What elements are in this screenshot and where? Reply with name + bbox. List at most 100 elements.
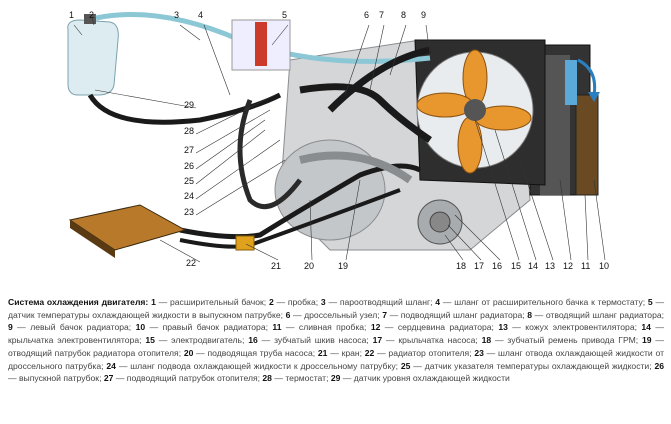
caption-items: 1 — расширительный бачок; 2 — пробка; 3 … <box>8 297 664 383</box>
caption-item-text: зубчатый шкив насоса; <box>274 335 369 346</box>
caption-item-text: термостат; <box>285 373 329 384</box>
caption-item-number: 24 <box>106 360 116 371</box>
caption-item-text: шланг подвода охлаждающей жидкости к дро… <box>130 360 399 371</box>
caption-item-text: датчик указателя температуры охлаждающей… <box>424 360 652 371</box>
caption-item-number: 13 <box>498 322 508 333</box>
caption-item-text: дроссельный узел; <box>304 309 380 320</box>
caption-item: 20 — подводящая труба насоса; <box>183 347 316 358</box>
caption-item-number: 19 <box>641 335 652 346</box>
expansion-tank <box>67 19 119 96</box>
caption-item-number: 17 <box>372 335 383 346</box>
radiator-inlet-hose <box>299 83 432 143</box>
pump-pipe <box>299 151 413 184</box>
caption-item-text: кран; <box>341 347 363 358</box>
callout-10: 10 <box>599 261 610 271</box>
figure-caption: Система охлаждения двигателя: 1 — расшир… <box>8 296 664 385</box>
caption-item-text: выпускной патрубок; <box>18 373 102 384</box>
caption-item: 9 — левый бачок радиатора; <box>8 322 132 333</box>
caption-item-number: 25 <box>400 360 411 371</box>
caption-item: 27 — подводящий патрубок отопителя; <box>103 373 260 384</box>
tank-hose <box>87 92 282 125</box>
callout-29: 29 <box>184 100 195 110</box>
caption-item: 15 — электродвигатель; <box>145 335 245 346</box>
caption-item: 3 — пароотводящий шланг; <box>320 297 433 307</box>
caption-item-number: 12 <box>370 322 381 333</box>
caption-item: 8 — отводящий шланг радиатора; <box>527 309 665 320</box>
caption-item-number: 4 <box>435 297 441 307</box>
caption-item: 10 — правый бачок радиатора; <box>135 322 269 333</box>
fan-impeller <box>416 49 532 174</box>
caption-item: 2 — пробка; <box>268 297 319 307</box>
callout-1: 1 <box>69 10 75 20</box>
caption-item-number: 9 <box>8 322 13 333</box>
caption-item-number: 20 <box>183 347 194 358</box>
callout-4: 4 <box>198 10 204 20</box>
caption-item-number: 28 <box>262 373 272 384</box>
caption-item-text: крыльчатка электровентилятора; <box>8 335 142 346</box>
caption-item-number: 16 <box>248 335 258 346</box>
callout-12: 12 <box>563 261 574 271</box>
caption-item-number: 5 <box>647 297 653 307</box>
caption-item: 13 — кожух электровентилятора; <box>498 322 637 333</box>
caption-item-number: 10 <box>135 322 146 333</box>
callout-24: 24 <box>184 191 195 201</box>
callout-27: 27 <box>184 145 195 155</box>
caption-item-text: шланг от расширительного бачка к термост… <box>454 297 646 307</box>
caption-item: 26 — выпускной патрубок; <box>8 360 665 384</box>
caption-item-number: 1 <box>151 297 156 307</box>
heater-radiator <box>68 204 187 258</box>
caption-item: 4 — шланг от расширительного бачка к тер… <box>435 297 646 307</box>
caption-item-text: зубчатый ремень привода ГРМ; <box>507 335 639 346</box>
caption-item: 29 — датчик уровня охлаждающей жидкости <box>330 373 510 384</box>
caption-item-number: 22 <box>364 347 375 358</box>
callout-3: 3 <box>174 10 180 20</box>
caption-item-text: кожух электровентилятора; <box>525 322 637 333</box>
callout-19: 19 <box>338 261 349 271</box>
caption-item-text: правый бачок радиатора; <box>162 322 269 333</box>
caption-item-text: левый бачок радиатора; <box>30 322 132 333</box>
caption-item: 12 — сердцевина радиатора; <box>370 322 494 333</box>
callout-2: 2 <box>89 10 95 20</box>
callout-7: 7 <box>379 10 385 20</box>
caption-item-text: подводящая труба насоса; <box>207 347 316 358</box>
caption-item-text: пробка; <box>287 297 319 307</box>
caption-item-text: датчик температуры охлаждающей жидкости … <box>8 309 283 320</box>
callout-20: 20 <box>304 261 315 271</box>
caption-item-number: 18 <box>481 335 492 346</box>
caption-item-number: 3 <box>320 297 326 307</box>
callout-11: 11 <box>581 261 591 271</box>
callout-6: 6 <box>364 10 370 20</box>
callout-26: 26 <box>184 161 195 171</box>
callout-5: 5 <box>282 10 288 20</box>
caption-item: 14 — крыльчатка электровентилятора; <box>8 322 664 346</box>
caption-item: 28 — термостат; <box>262 373 329 384</box>
caption-item-text: электродвигатель; <box>171 335 245 346</box>
caption-item-number: 15 <box>145 335 155 346</box>
callout-25: 25 <box>184 176 195 186</box>
caption-item-number: 8 <box>527 309 533 320</box>
caption-item-text: датчик уровня охлаждающей жидкости <box>353 373 510 384</box>
callout-28: 28 <box>184 126 195 136</box>
caption-item: 25 — датчик указателя температуры охлажд… <box>400 360 652 371</box>
radiator-right-tank <box>575 94 599 196</box>
caption-item: 19 — отводящий патрубок радиатора отопит… <box>8 335 664 358</box>
callout-23: 23 <box>184 207 195 217</box>
caption-item-text: отводящий патрубок радиатора отопителя; <box>8 347 182 358</box>
caption-item: 17 — крыльчатка насоса; <box>372 335 478 346</box>
callout-16: 16 <box>492 261 503 271</box>
caption-item: 5 — датчик температуры охлаждающей жидко… <box>8 297 665 320</box>
caption-item: 7 — подводящий шланг радиатора; <box>382 309 525 320</box>
caption-item-number: 27 <box>103 373 114 384</box>
caption-item-text: расширительный бачок; <box>169 297 267 307</box>
callout-15: 15 <box>511 261 522 271</box>
callout-13: 13 <box>545 261 556 271</box>
caption-item-number: 7 <box>382 309 388 320</box>
caption-item: 22 — радиатор отопителя; <box>364 347 472 358</box>
callout-8: 8 <box>401 10 407 20</box>
diagram-drawing <box>67 12 606 263</box>
caption-item: 21 — кран; <box>317 347 363 358</box>
caption-item-number: 11 <box>272 322 282 333</box>
callout-17: 17 <box>474 261 485 271</box>
radiator-outlet-hose <box>327 46 431 113</box>
callout-9: 9 <box>421 10 427 20</box>
